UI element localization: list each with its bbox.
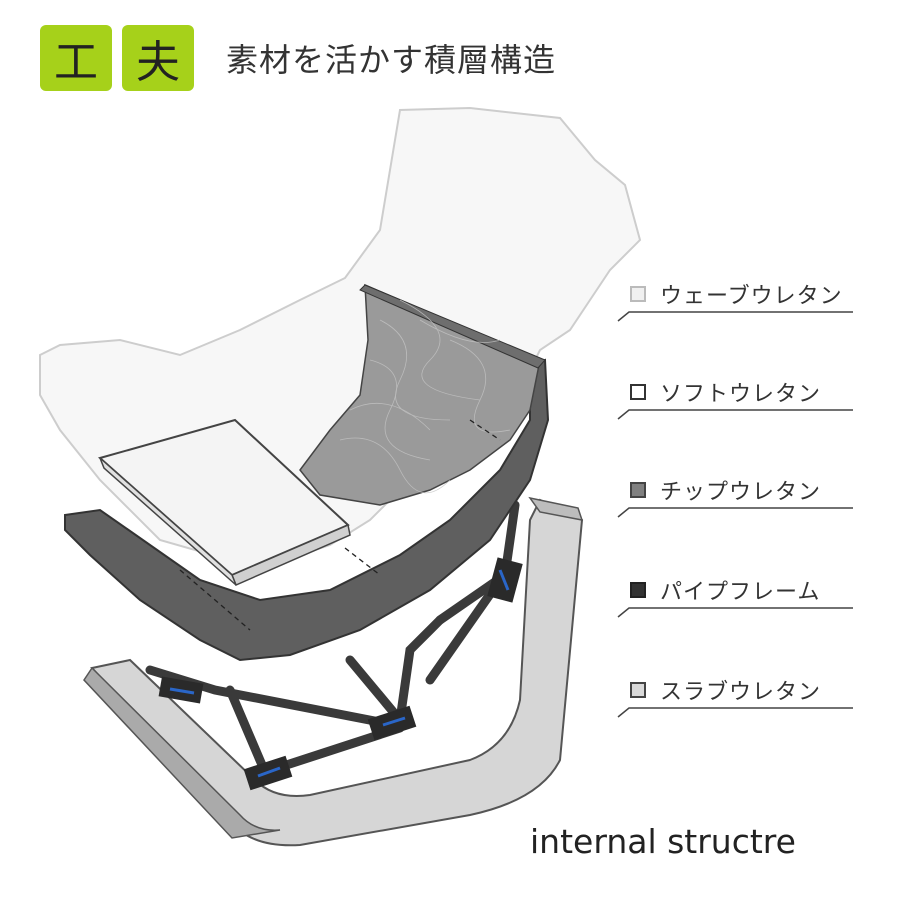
- leader-line: [617, 607, 853, 618]
- seat-shell: [64, 358, 550, 662]
- wave-urethane-swatch: [630, 286, 646, 302]
- badge-ko: 工: [40, 25, 112, 91]
- chip-texture: [339, 299, 511, 494]
- pipe-clips: [158, 557, 523, 791]
- pipe-frame-swatch: [630, 582, 646, 598]
- header: 工 夫 素材を活かす積層構造: [40, 22, 556, 94]
- legend-item-soft-urethane: ソフトウレタン: [615, 376, 855, 420]
- legend-label: スラブウレタン: [660, 680, 822, 705]
- slab-urethane-rim: [83, 666, 281, 839]
- leader-line: [617, 409, 853, 420]
- legend-item-wave-urethane: ウェーブウレタン: [615, 278, 855, 322]
- hidden-lines: [179, 419, 501, 631]
- leader-line: [617, 507, 853, 518]
- legend-label: ソフトウレタン: [660, 382, 822, 407]
- leader-line: [617, 707, 853, 718]
- badge-fu: 夫: [122, 25, 194, 91]
- page-title: 素材を活かす積層構造: [226, 41, 557, 79]
- slab-urethane-top-rim: [528, 496, 584, 521]
- legend-item-slab-urethane: スラブウレタン: [615, 674, 855, 718]
- legend-label: パイプフレーム: [660, 580, 821, 605]
- legend-item-chip-urethane: チップウレタン: [615, 474, 855, 518]
- legend-item-pipe-frame: パイプフレーム: [615, 574, 855, 618]
- diagram-caption: internal structre: [530, 822, 796, 861]
- slab-urethane-swatch: [630, 682, 646, 698]
- chip-urethane-swatch: [630, 482, 646, 498]
- soft-urethane-swatch: [630, 384, 646, 400]
- leader-line: [617, 311, 853, 322]
- soft-urethane-pad-side: [99, 457, 237, 586]
- legend-label: チップウレタン: [660, 480, 822, 505]
- legend-label: ウェーブウレタン: [660, 284, 843, 309]
